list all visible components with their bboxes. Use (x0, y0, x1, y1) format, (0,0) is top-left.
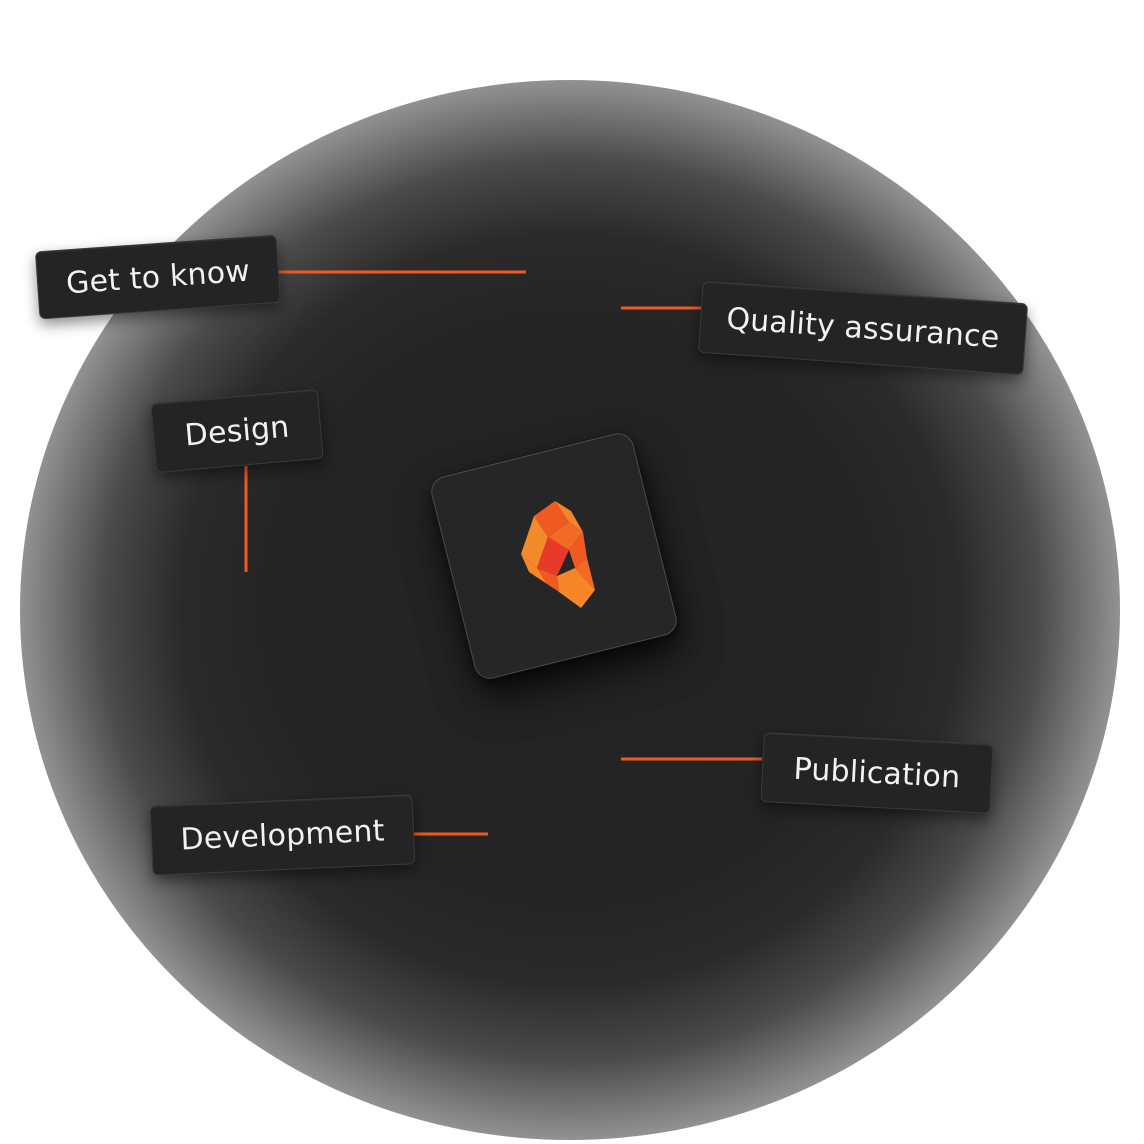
center-card (427, 429, 681, 683)
step-get-to-know-label: Get to know (64, 253, 252, 301)
step-development-label: Development (179, 813, 386, 857)
brand-logo-icon (521, 501, 595, 608)
step-publication: Publication (760, 732, 994, 814)
step-development: Development (149, 794, 416, 876)
step-publication-label: Publication (792, 751, 962, 795)
step-design: Design (150, 388, 324, 474)
step-quality-assurance-label: Quality assurance (725, 301, 1001, 355)
step-design-label: Design (183, 409, 291, 453)
